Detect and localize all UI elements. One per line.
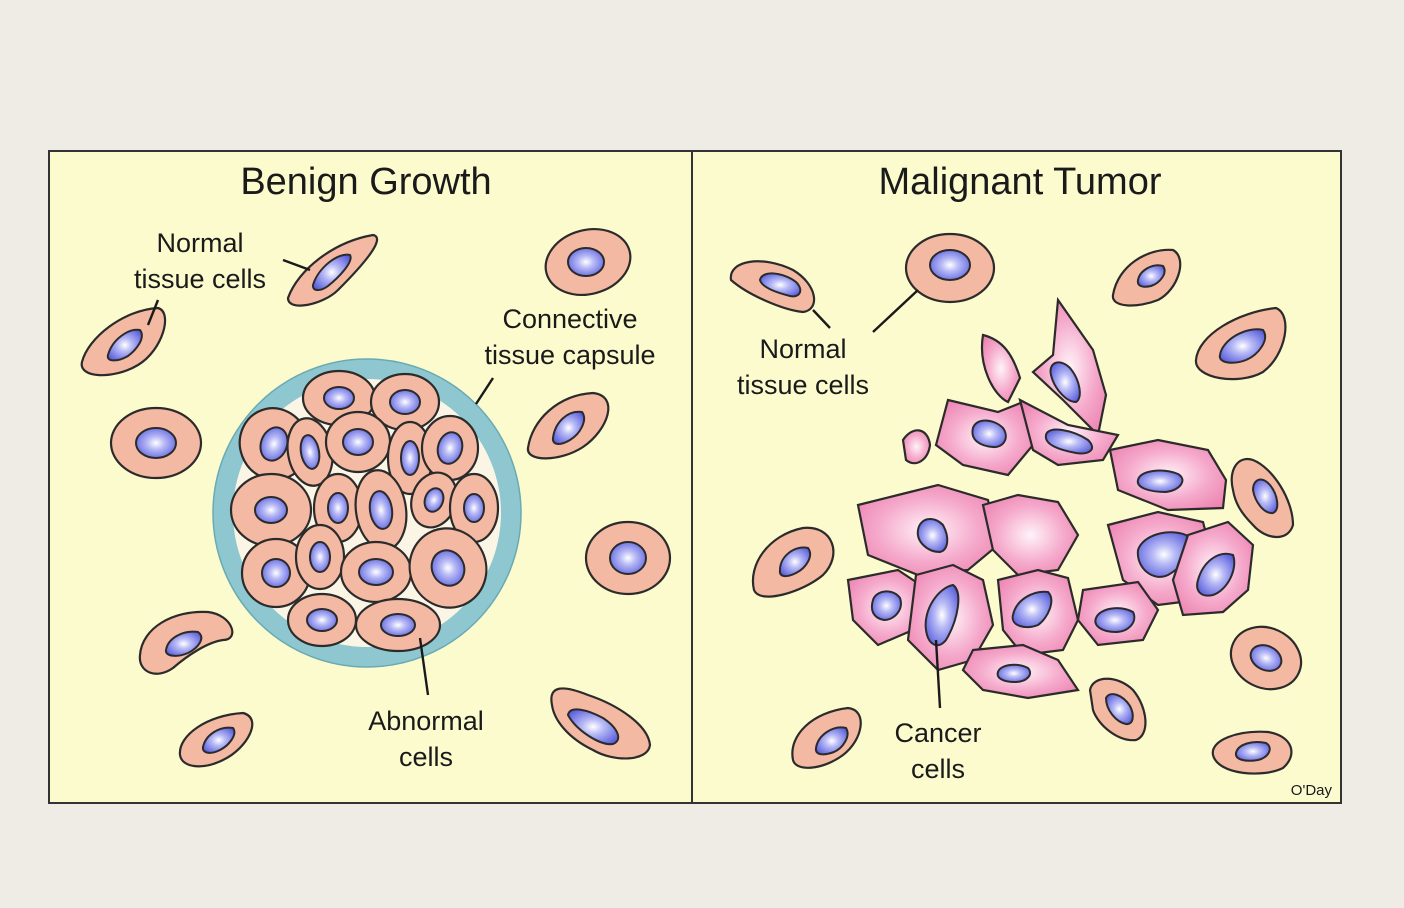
benign-title: Benign Growth [240,161,491,203]
cancer-cell [1031,296,1108,438]
normal-cell [109,406,203,480]
abnormal-cell [420,414,480,482]
abnormal-cell [369,372,441,432]
malignant-title: Malignant Tumor [878,161,1161,203]
normal-cell [1211,730,1293,775]
benign-normal-label-line2: tissue cells [134,264,266,294]
normal-cells-leader-malignant [812,309,831,329]
cell-growth-diagram: Benign Growth [48,150,1342,804]
cancer-cell [856,483,1000,577]
normal-cell [584,520,672,596]
normal-cell [526,391,610,460]
cancer-cell [1018,397,1120,467]
normal-cells-leader-malignant-2 [872,289,919,333]
normal-cell [751,526,835,598]
abnormal-cell [339,540,413,604]
cancer-cell [981,493,1080,577]
cancer-label-line2: cells [911,754,965,784]
malignant-normal-label-line2: tissue cells [737,370,869,400]
normal-cell [904,232,996,304]
cancer-cell [934,398,1035,477]
abnormal-cell [410,471,458,529]
abnormal-cell [324,410,392,474]
cancer-cell [906,563,995,672]
abnormal-cell [354,597,442,653]
abnormal-cell [408,527,488,609]
capsule-label-line1: Connective [502,304,637,334]
cancer-cell [1171,520,1255,617]
abnormal-cell [294,523,346,591]
normal-cell [286,233,379,307]
cancer-cell [961,643,1080,700]
normal-cell [550,687,652,760]
normal-cell [1194,306,1287,381]
abnormal-cells-leader [418,637,430,696]
normal-cell [80,306,167,377]
cancer-cell [901,429,932,465]
cancer-cells-mass [846,296,1255,700]
cancer-cell [1108,438,1228,512]
artist-signature: O'Day [1291,782,1333,799]
cancer-cells-leader [934,639,942,709]
normal-cells-leader-benign [282,258,311,272]
abnormal-cell [286,592,358,648]
capsule-leader [474,377,495,405]
normal-cell [791,706,862,769]
capsule-label-line2: tissue capsule [484,340,655,370]
abnormal-cell [448,472,500,544]
normal-cell [178,711,254,768]
abnormal-cell [229,472,313,548]
normal-cell [1111,248,1182,307]
normal-cell [1088,677,1147,742]
normal-cells-leader-benign-2 [146,299,160,326]
cancer-label-line1: Cancer [894,718,981,748]
cancer-cell [980,333,1022,404]
cancer-cell [1076,580,1160,647]
normal-cell [544,228,632,296]
normal-cell [1230,457,1295,539]
malignant-normal-cells [729,232,1303,775]
cancer-cell [996,568,1080,657]
normal-cell [729,260,816,314]
malignant-normal-label-line1: Normal [759,334,846,364]
normal-cell [1229,625,1303,691]
abnormal-cells-cluster [229,369,500,653]
normal-cell [138,610,234,675]
benign-normal-cells [80,228,672,768]
abnormal-label-line1: Abnormal [368,706,484,736]
abnormal-cell [386,420,434,496]
benign-normal-label-line1: Normal [156,228,243,258]
abnormal-label-line2: cells [399,742,453,772]
